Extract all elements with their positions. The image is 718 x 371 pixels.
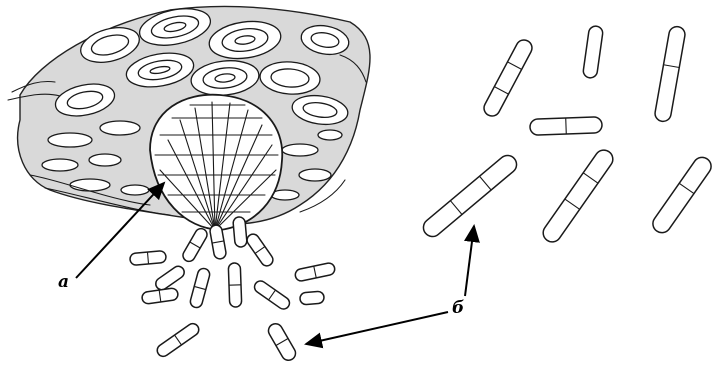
released-spores (130, 217, 336, 363)
label-b: б (452, 298, 464, 318)
enlarged-spores (420, 25, 715, 245)
arrow-b-right (465, 226, 474, 296)
label-a: a (58, 272, 69, 292)
arrow-b-left (306, 312, 448, 344)
